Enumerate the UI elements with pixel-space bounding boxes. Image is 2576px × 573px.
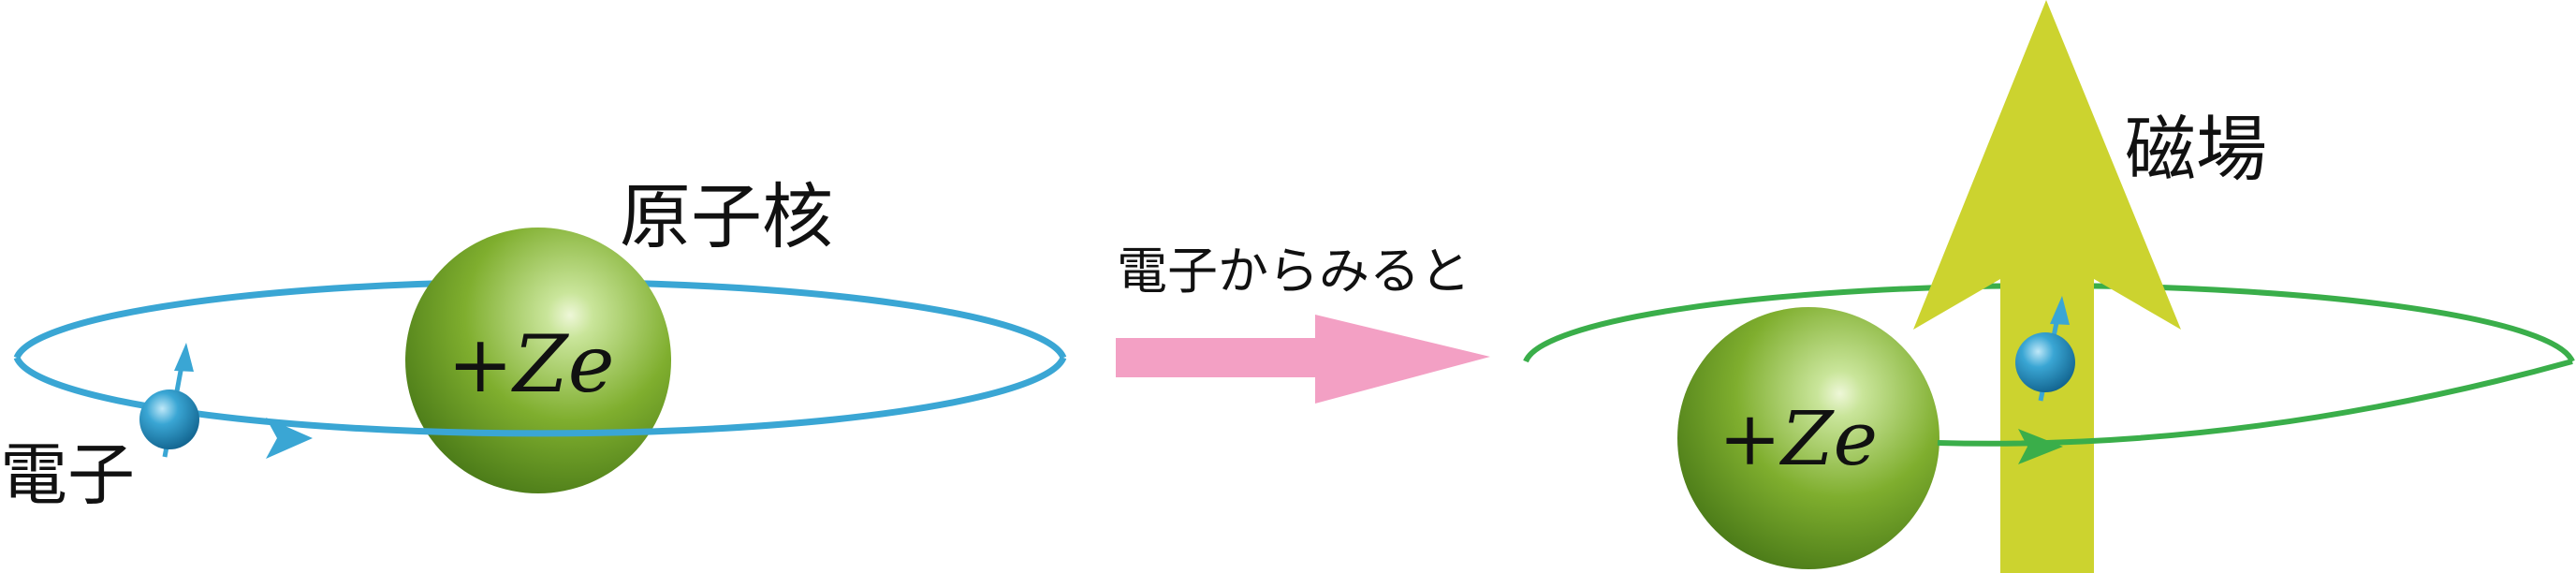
right-nucleus: +Ze xyxy=(1677,307,1939,569)
left-orbit-front xyxy=(13,356,1067,437)
transition-arrow-icon xyxy=(1116,315,1490,404)
orbit-direction-arrowhead-icon xyxy=(2018,429,2063,464)
charge-symbol: Ze xyxy=(510,318,614,410)
electron-sphere xyxy=(139,389,199,449)
magnetic-field-label: 磁場 xyxy=(2125,108,2267,191)
orbit-direction-arrowhead-icon xyxy=(266,418,313,459)
right-orbit-front xyxy=(1937,359,2573,447)
right-panel: +Ze 磁場 xyxy=(1523,0,2575,573)
nucleus-charge-label: +Ze xyxy=(447,318,614,410)
nucleus-sphere xyxy=(1677,307,1939,569)
electron-view-label: 電子からみると xyxy=(1117,242,1471,301)
left-nucleus: +Ze xyxy=(405,228,671,493)
charge-plus: + xyxy=(447,318,513,410)
left-panel: +Ze 原子核 電子 xyxy=(0,175,1067,514)
charge-plus: + xyxy=(1719,395,1781,482)
right-electron xyxy=(2015,296,2075,402)
electron-label: 電子 xyxy=(0,435,135,514)
left-electron xyxy=(139,343,199,458)
electron-sphere xyxy=(2015,332,2075,392)
nucleus-sphere xyxy=(405,228,671,493)
magnetic-field-arrow-icon xyxy=(1913,0,2181,573)
charge-symbol: Ze xyxy=(1778,395,1878,482)
spin-arrow-icon xyxy=(2050,296,2070,325)
spin-arrow-icon xyxy=(174,343,194,372)
nucleus-charge-label: +Ze xyxy=(1719,395,1878,482)
transition: 電子からみると xyxy=(1116,242,1490,404)
nucleus-label: 原子核 xyxy=(620,175,833,258)
